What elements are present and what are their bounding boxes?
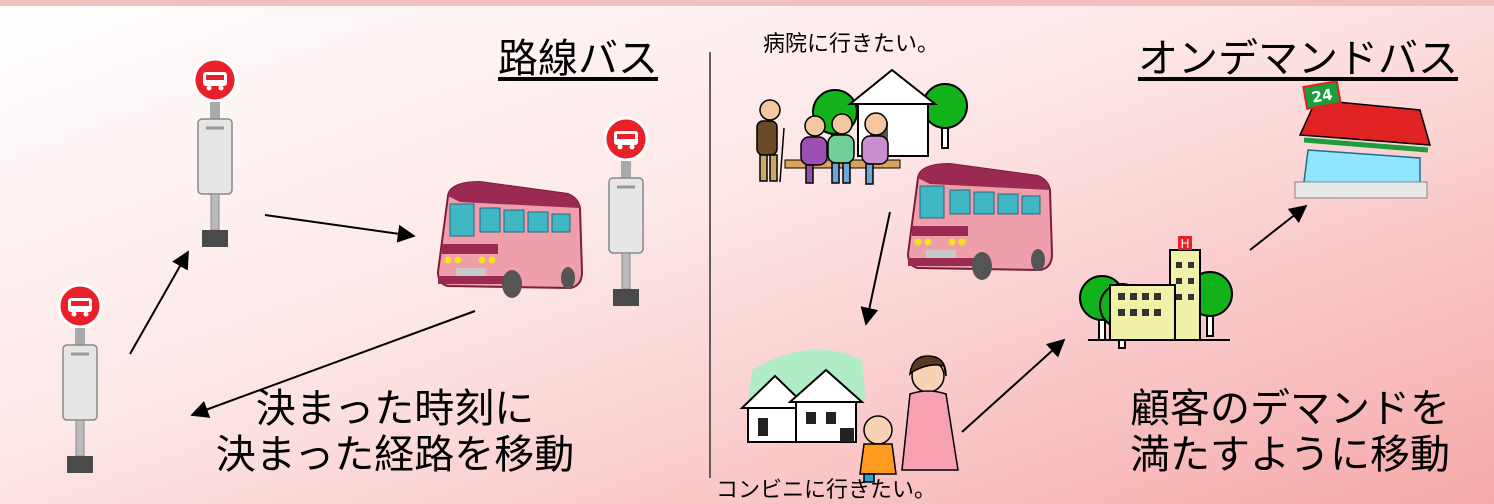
on-demand-bus-title: オンデマンドバス: [1138, 36, 1458, 82]
house-with-elderly-icon: [756, 68, 968, 185]
demand-arrow: [961, 338, 1066, 433]
route-arrow: [129, 250, 189, 355]
speech-convenience-store: コンビニに行きたい。: [716, 478, 937, 503]
fixed-route-caption: 決まった時刻に 決まった経路を移動: [200, 386, 590, 478]
speech-hospital: 病院に行きたい。: [763, 32, 940, 57]
on-demand-caption-line1: 顧客のデマンドを: [1130, 386, 1450, 432]
bus-stop-icon: [192, 57, 238, 249]
hospital-sign: H: [1180, 237, 1189, 251]
bus-stop-icon: [603, 116, 649, 308]
bus-icon: [907, 163, 1053, 281]
fixed-route-bus-title: 路線バス: [498, 36, 658, 82]
demand-arrow: [860, 211, 891, 326]
route-arrow: [264, 214, 416, 243]
hospital-icon: H: [1079, 236, 1233, 349]
route-arrow: [190, 310, 476, 418]
convenience-store-icon: 24: [1294, 80, 1432, 199]
store-sign: 24: [1310, 85, 1334, 106]
bus-stop-icon: [57, 283, 103, 475]
on-demand-caption-line2: 満たすように移動: [1130, 432, 1450, 478]
fixed-route-caption-line2: 決まった経路を移動: [215, 432, 575, 478]
house-with-family-icon: [739, 349, 959, 483]
left-scene: [57, 57, 649, 475]
demand-arrow: [1249, 204, 1308, 251]
on-demand-caption: 顧客のデマンドを 満たすように移動: [1100, 386, 1480, 478]
fixed-route-caption-line1: 決まった時刻に: [255, 386, 535, 432]
bus-icon: [437, 181, 583, 299]
right-scene: H 24: [739, 68, 1432, 483]
